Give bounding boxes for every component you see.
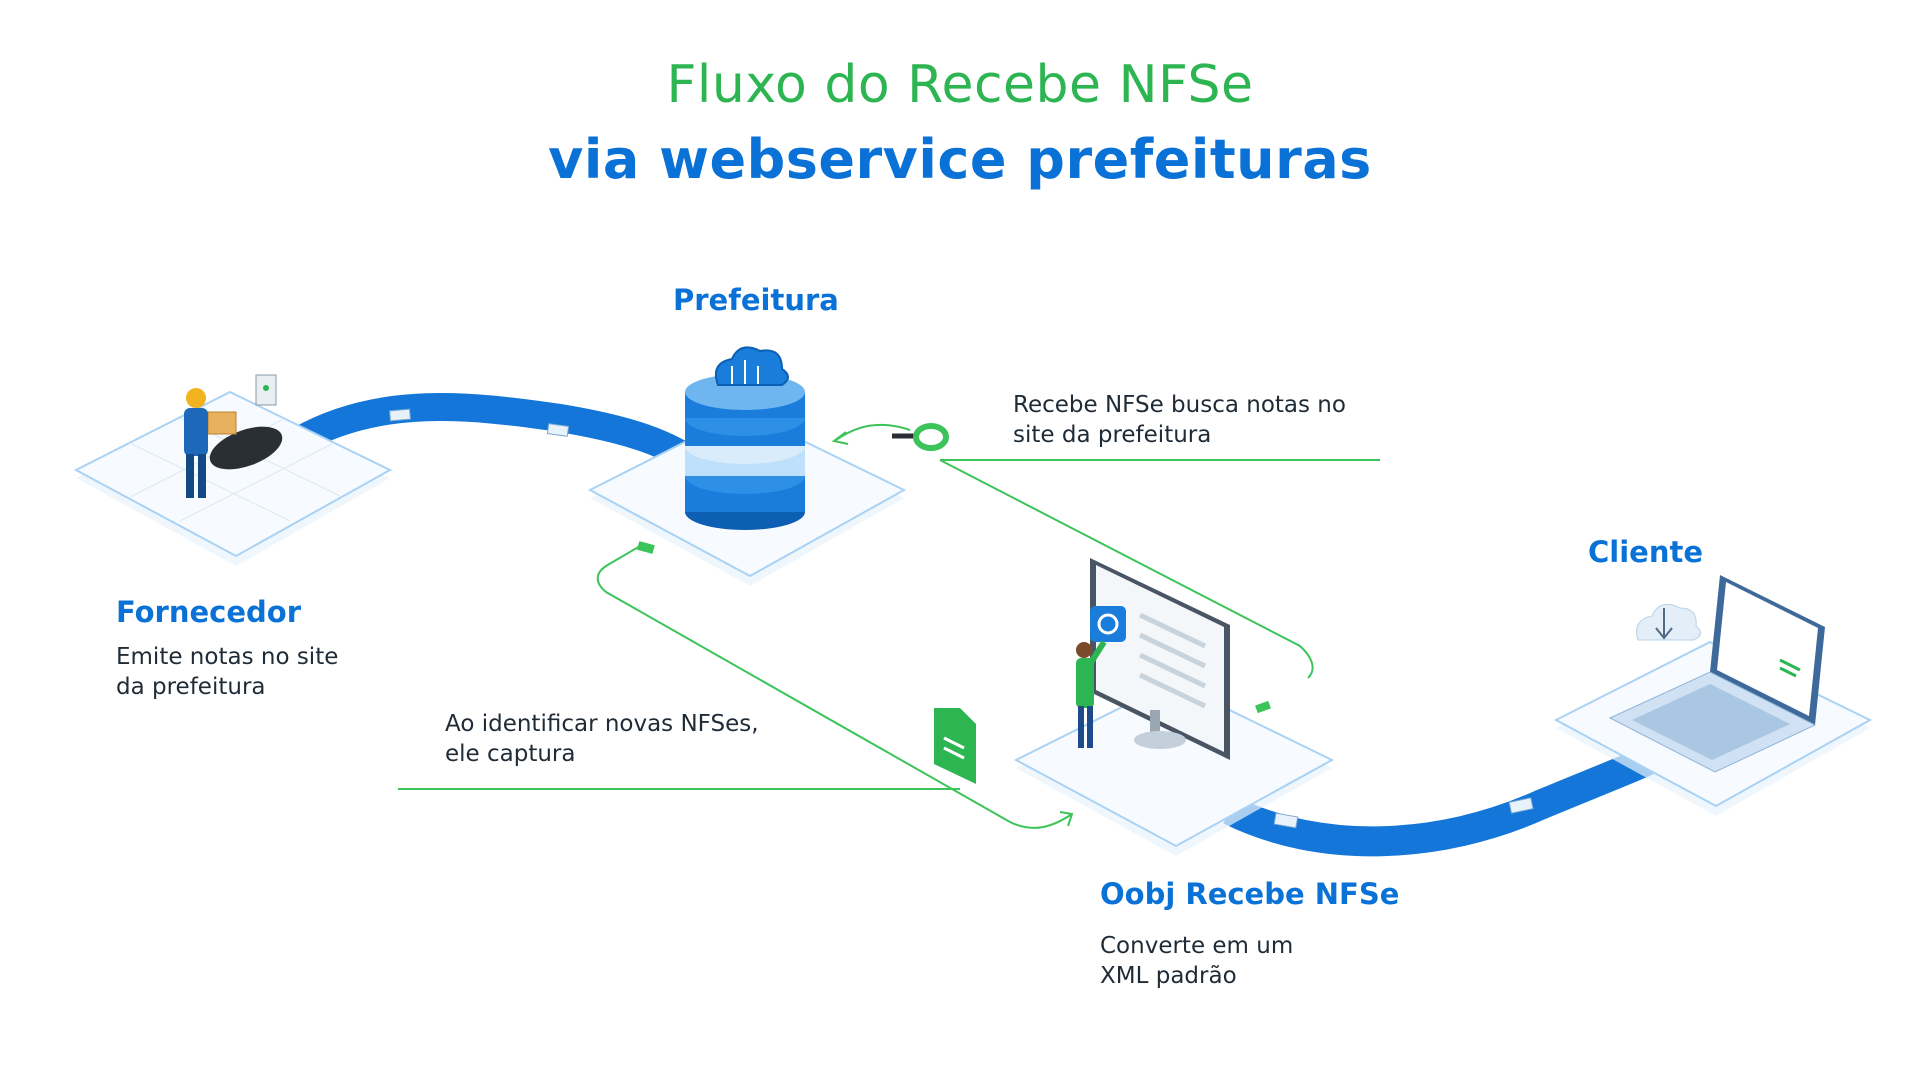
captura-annotation-line1: Ao identificar novas NFSes, [445,711,759,737]
magnifier-icon [892,423,949,451]
cloud-download-icon [1636,603,1701,641]
node-title-oobj: Oobj Recebe NFSe [1100,877,1400,911]
busca-annotation-line1: Recebe NFSe busca notas no [1013,392,1346,418]
busca-annotation-line2: site da prefeitura [1013,422,1212,448]
document-icon [934,708,976,784]
flow-marker [636,541,655,554]
node-title-fornecedor: Fornecedor [116,595,302,629]
node-title-prefeitura: Prefeitura [673,283,839,317]
person-icon [1076,640,1107,748]
flow-captura-connector [398,545,1074,829]
platform-fornecedor [73,390,393,566]
captura-annotation-line2: ele captura [445,741,576,767]
worker-icon [184,374,283,498]
fornecedor-desc-line1: Emite notas no site [116,644,339,670]
fornecedor-desc-line2: da prefeitura [116,674,266,700]
platform-oobj [1013,680,1335,856]
oobj-desc-line1: Converte em um [1100,933,1294,959]
laptop-icon [1608,575,1825,773]
oobj-desc-line2: XML padrão [1100,963,1237,989]
page-subtitle: via webservice prefeituras [548,128,1372,191]
flow-marker [1255,700,1271,714]
flow-busca-connector [831,423,1380,679]
node-title-cliente: Cliente [1588,535,1704,569]
conveyor-belt-left [293,393,698,472]
conveyor-belt-right [1223,736,1677,857]
server-stack-icon [685,346,805,530]
page-title: Fluxo do Recebe NFSe [666,55,1254,115]
monitor-icon [1090,558,1230,760]
